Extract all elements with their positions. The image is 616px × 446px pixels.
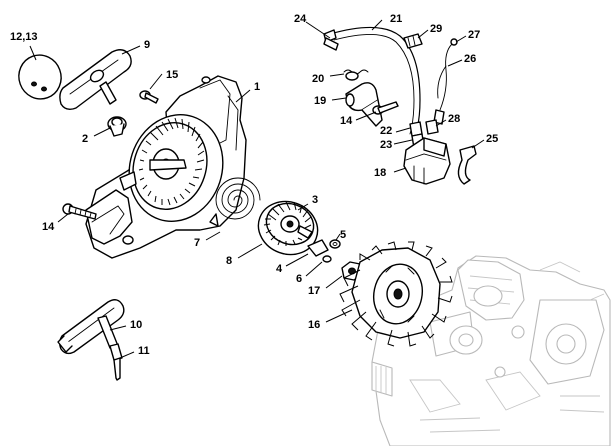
- connector-28: [425, 119, 439, 135]
- callout-20: 20: [312, 73, 324, 85]
- fan-housing: [85, 75, 247, 259]
- callout-7: 7: [194, 237, 200, 249]
- callout-4: 4: [276, 263, 283, 275]
- callout-10: 10: [130, 319, 142, 331]
- callout-11: 11: [138, 345, 150, 357]
- callout-9: 9: [144, 39, 150, 51]
- callout-29: 29: [430, 23, 442, 35]
- ignition-module: [403, 137, 451, 185]
- callout-3: 3: [312, 194, 318, 206]
- callout-27: 27: [468, 29, 480, 41]
- callout-23: 23: [380, 139, 392, 151]
- washer-5: [329, 239, 341, 249]
- rope-guide-bushing: [107, 116, 127, 137]
- rewind-spring: [209, 177, 261, 227]
- combination-wrench: [57, 299, 125, 355]
- callout-25: 25: [486, 133, 498, 145]
- callout-22: 22: [380, 125, 392, 137]
- callout-18: 18: [374, 167, 386, 179]
- cover-plate-disc: [18, 54, 62, 100]
- wire-26: [437, 65, 447, 99]
- callout-6: 6: [296, 273, 302, 285]
- callout-21: 21: [390, 13, 402, 25]
- connector-27: [433, 38, 458, 125]
- clip-25: [457, 145, 477, 185]
- screwdriver-11: [109, 343, 123, 381]
- callout-2: 2: [82, 133, 88, 145]
- flywheel: [339, 241, 453, 347]
- bolt-14-left: [62, 203, 97, 220]
- callout-8: 8: [226, 255, 232, 267]
- callout-19: 19: [314, 95, 326, 107]
- housing-vents: [138, 117, 205, 206]
- callout-24: 24: [294, 13, 307, 25]
- callout-26: 26: [464, 53, 476, 65]
- screw-15: [139, 90, 159, 104]
- callout-5: 5: [340, 229, 346, 241]
- callout-17: 17: [308, 285, 320, 297]
- callout-12-13: 12,13: [10, 31, 38, 43]
- callout-15: 15: [166, 69, 178, 81]
- ignition-lead: [323, 26, 421, 139]
- rope-rotor: [257, 200, 319, 256]
- starter-grip: [59, 49, 132, 111]
- callout-16: 16: [308, 319, 320, 331]
- callout-14-left: 14: [42, 221, 55, 233]
- spring-clip-6: [322, 255, 332, 263]
- callout-28: 28: [448, 113, 460, 125]
- pawl: [307, 239, 329, 257]
- callout-14-right: 14: [340, 115, 353, 127]
- callout-1: 1: [254, 81, 260, 93]
- spring-20: [343, 69, 369, 81]
- screw-14-right: [372, 101, 399, 115]
- grommet-29: [403, 33, 423, 49]
- callout-labels: 12,13 9 15 1 2 14 3 7 8 4 5 6 17 16 10 1…: [10, 13, 498, 357]
- wire-terminal-24: [323, 37, 339, 51]
- leader-lines: [29, 19, 485, 359]
